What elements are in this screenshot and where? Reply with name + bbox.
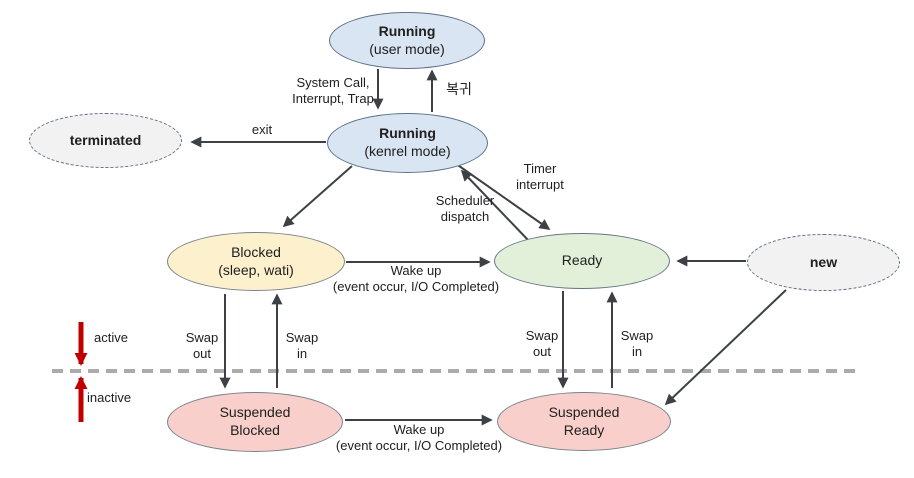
label-wake-up-top: Wake up (event occur, I/O Completed) xyxy=(332,263,500,294)
label-timer-interrupt: Timer interrupt xyxy=(516,161,564,192)
label-wake-up-bottom: Wake up (event occur, I/O Completed) xyxy=(335,422,503,453)
node-running-user-subtitle: (user mode) xyxy=(369,40,445,57)
label-active: active xyxy=(94,330,128,345)
label-system-call-interrupt-trap: System Call, Interrupt, Trap xyxy=(292,75,374,106)
node-terminated: terminated xyxy=(29,113,182,168)
node-suspended-ready: Suspended Ready xyxy=(497,392,671,451)
node-running-user-mode: Running (user mode) xyxy=(329,12,485,69)
edge-new-to-suspended-ready xyxy=(664,289,787,406)
edge-scheduler-dispatch xyxy=(460,169,529,241)
node-blocked-title: Blocked xyxy=(231,243,281,260)
label-swap-in-left: Swap in xyxy=(285,330,319,361)
label-swap-in-right: Swap in xyxy=(620,328,654,359)
node-terminated-title: terminated xyxy=(69,131,142,148)
node-running-kernel-title: Running xyxy=(379,125,436,142)
node-running-kernel-subtitle: (kenrel mode) xyxy=(364,143,451,159)
node-ready: Ready xyxy=(494,233,670,289)
label-exit: exit xyxy=(251,122,273,137)
node-suspended-ready-line1: Suspended xyxy=(548,403,620,420)
node-new: new xyxy=(747,234,900,291)
label-inactive: inactive xyxy=(87,390,132,405)
node-running-kernel-mode: Running (kenrel mode) xyxy=(327,113,488,173)
node-blocked-subtitle: (sleep, wati) xyxy=(218,261,294,278)
node-new-title: new xyxy=(809,253,838,270)
node-running-user-title: Running xyxy=(378,22,436,39)
node-suspended-ready-line2: Ready xyxy=(563,421,605,438)
node-suspended-blocked: Suspended Blocked xyxy=(167,392,343,452)
node-suspended-blocked-line2: Blocked xyxy=(230,422,280,438)
node-suspended-blocked-line1: Suspended xyxy=(219,404,291,421)
node-blocked: Blocked (sleep, wati) xyxy=(167,232,345,291)
label-swap-out-left: Swap out xyxy=(185,330,219,361)
label-scheduler-dispatch: Scheduler dispatch xyxy=(435,193,495,224)
node-ready-title: Ready xyxy=(561,252,603,269)
label-swap-out-right: Swap out xyxy=(525,328,559,359)
label-return-korean: 복귀 xyxy=(446,81,472,97)
edge-kernel-to-blocked xyxy=(282,165,353,228)
